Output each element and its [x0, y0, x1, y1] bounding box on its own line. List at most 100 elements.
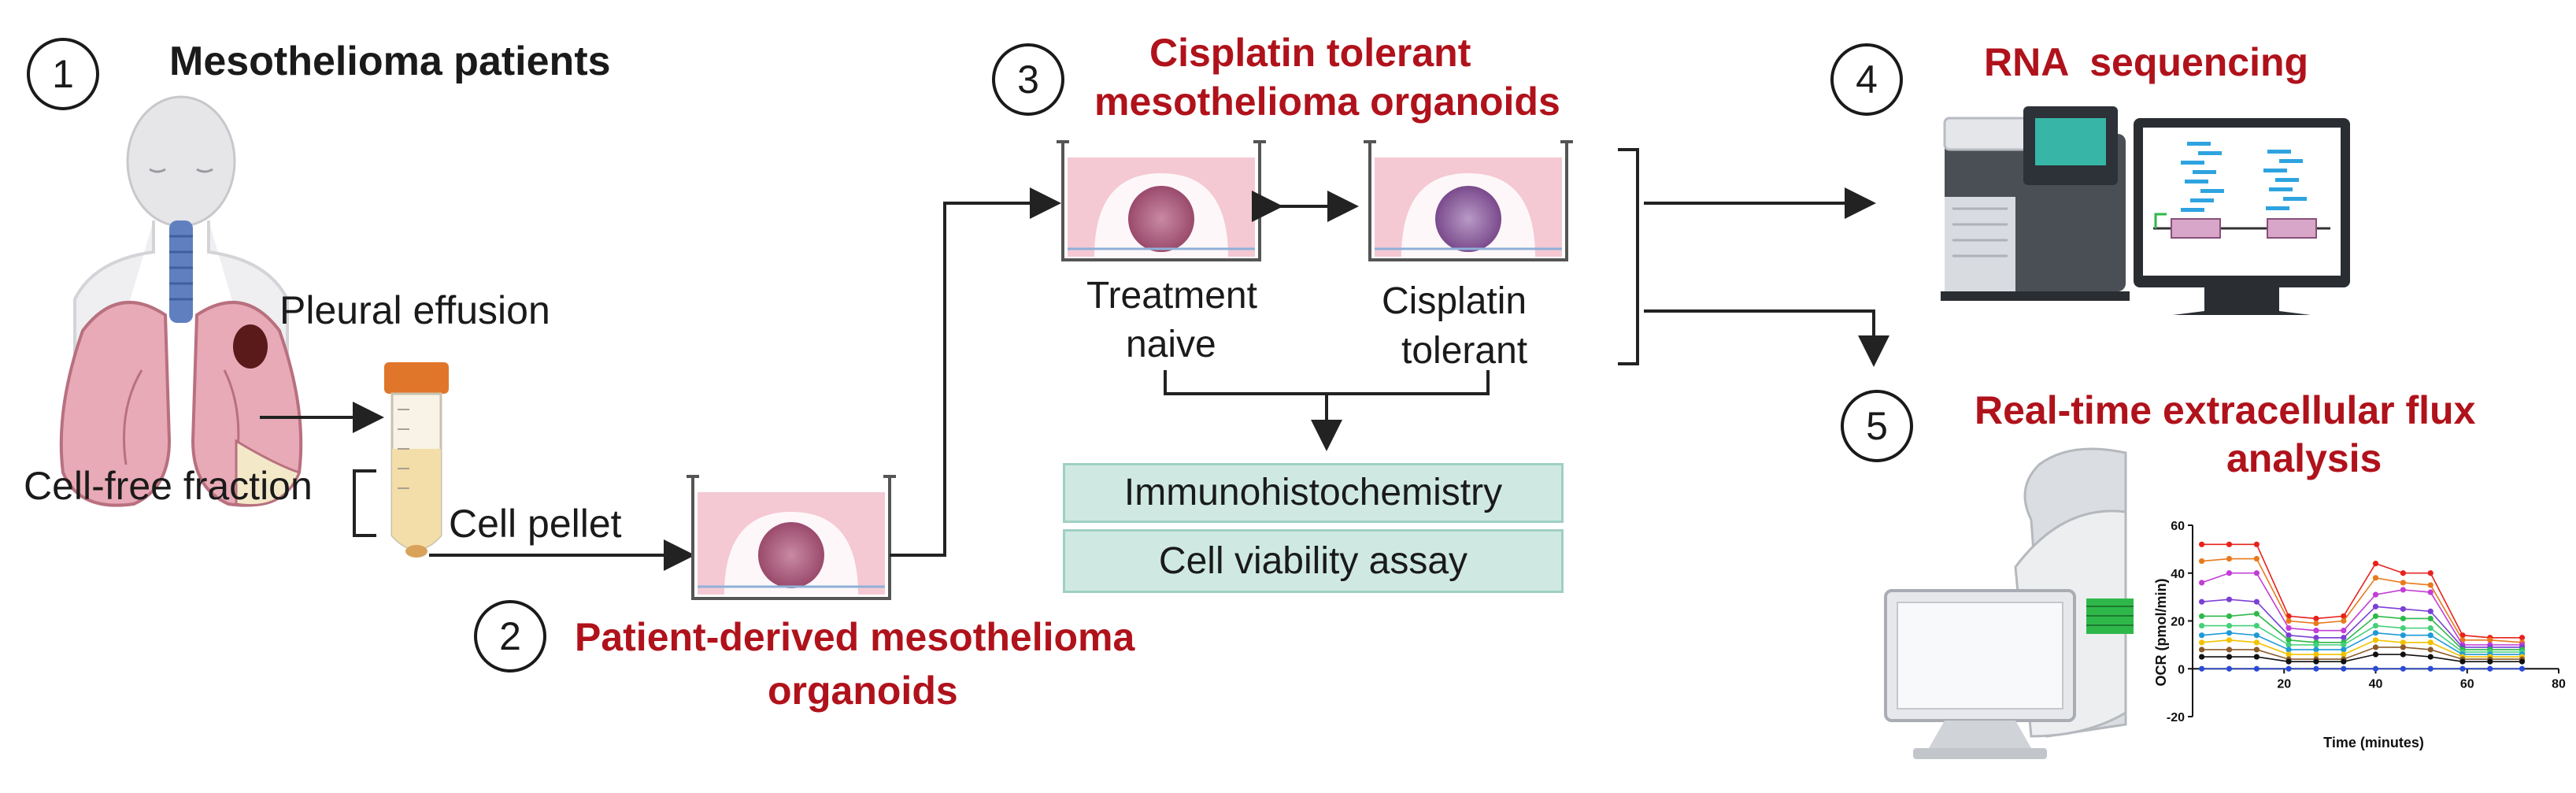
chart-data-point [2427, 654, 2434, 660]
chart-data-point [2226, 596, 2233, 602]
chart-data-point [2487, 637, 2493, 643]
chart-data-point [2487, 658, 2493, 665]
chart-data-point [2285, 651, 2292, 658]
chart-data-point [2253, 632, 2260, 639]
chart-data-point [2199, 639, 2205, 646]
chart-data-point [2427, 625, 2434, 632]
chart-data-point [2285, 658, 2292, 665]
chart-data-point [2253, 665, 2260, 672]
chart-data-point [2313, 647, 2319, 653]
sequencer-illustration [1941, 106, 2130, 301]
chart-data-point [2487, 665, 2493, 672]
chart-data-point [2199, 632, 2205, 639]
chart-data-point [2372, 575, 2379, 581]
chart-series-line [2201, 613, 2522, 650]
chart-data-point [2341, 665, 2347, 672]
patient-lungs-illustration [59, 95, 303, 507]
chart-data-point [2372, 603, 2379, 610]
chart-data-point [2372, 637, 2379, 643]
chart-data-point [2226, 637, 2233, 643]
chart-data-point [2427, 615, 2434, 622]
monitor-reads-illustration [2134, 118, 2350, 315]
chart-data-point [2459, 658, 2466, 665]
chart-data-point [2285, 637, 2292, 643]
chart-x-tick-label: 40 [2369, 677, 2383, 691]
chart-data-point [2226, 555, 2233, 562]
chart-data-point [2226, 541, 2233, 547]
chart-data-point [2427, 582, 2434, 588]
chart-data-point [2253, 647, 2260, 653]
chart-data-point [2226, 570, 2233, 576]
chart-series-line [2201, 624, 2522, 653]
chart-data-point [2519, 658, 2526, 665]
chart-y-tick-label: 60 [2171, 520, 2185, 533]
cell-pellet-label: Cell pellet [449, 502, 622, 546]
chart-series [2199, 541, 2526, 672]
chart-series-line [2201, 632, 2522, 655]
step-4-number: 4 [1830, 43, 1903, 116]
chart-data-point [2519, 635, 2526, 641]
chart-data-point [2400, 632, 2406, 639]
chart-data-point [2253, 555, 2260, 562]
chart-data-point [2427, 608, 2434, 614]
cisplatin-tolerant-label-2: tolerant [1401, 330, 1528, 372]
chart-data-point [2313, 615, 2319, 622]
chart-data-point [2313, 651, 2319, 658]
chart-data-point [2285, 665, 2292, 672]
chart-data-point [2226, 613, 2233, 620]
chart-data-point [2226, 622, 2233, 629]
chart-data-point [2313, 620, 2319, 627]
step-3-title-line2: mesothelioma organoids [1094, 80, 1560, 124]
chart-data-point [2341, 658, 2347, 665]
chart-data-point [2226, 647, 2233, 653]
chart-data-point [2400, 651, 2406, 658]
chart-data-point [2226, 665, 2233, 672]
chart-series-line [2201, 558, 2522, 643]
chart-data-point [2519, 665, 2526, 672]
chart-data-point [2253, 639, 2260, 646]
chart-y-tick-label: 20 [2171, 616, 2185, 629]
chart-data-point [2313, 658, 2319, 665]
chart-data-point [2372, 591, 2379, 598]
chart-data-point [2427, 632, 2434, 639]
treatment-naive-label-1: Treatment [1086, 275, 1257, 317]
step-2-title-line2: organoids [768, 669, 958, 713]
chart-data-point [2372, 561, 2379, 567]
chart-y-tick-label: 40 [2171, 568, 2185, 581]
chart-data-point [2341, 635, 2347, 641]
step-1-number: 1 [27, 38, 99, 110]
chart-x-tick-label: 20 [2277, 677, 2291, 691]
chart-data-point [2341, 617, 2347, 624]
chart-data-point [2341, 642, 2347, 648]
chart-data-point [2341, 628, 2347, 634]
chart-data-point [2285, 647, 2292, 653]
chart-series-line [2201, 654, 2522, 662]
chart-data-point [2253, 610, 2260, 617]
chart-data-point [2372, 644, 2379, 650]
chart-y-tick-label: 0 [2178, 663, 2185, 676]
step-5-title-line2: analysis [2226, 436, 2382, 480]
chart-data-point [2313, 635, 2319, 641]
chart-data-point [2400, 587, 2406, 593]
chart-data-point [2400, 625, 2406, 632]
chart-data-point [2313, 642, 2319, 648]
chart-data-point [2199, 580, 2205, 586]
chart-data-point [2372, 613, 2379, 620]
chart-data-point [2400, 606, 2406, 612]
chart-data-point [2400, 665, 2406, 672]
chart-data-point [2427, 647, 2434, 653]
chart-data-point [2427, 589, 2434, 595]
chart-y-axis-label: OCR (pmol/min) [2153, 579, 2169, 687]
chart-data-point [2253, 598, 2260, 605]
well-cisplatin-tolerant [1364, 140, 1573, 261]
chart-data-point [2253, 654, 2260, 660]
pleural-effusion-label: Pleural effusion [279, 288, 550, 332]
chart-x-tick-label: 60 [2460, 677, 2474, 691]
assay-box-immunohistochemistry: Immunohistochemistry [1063, 463, 1564, 523]
cisplatin-tolerant-label-1: Cisplatin [1382, 280, 1527, 322]
chart-data-point [2400, 570, 2406, 576]
chart-x-axis-label: Time (minutes) [2323, 735, 2424, 750]
chart-data-point [2199, 598, 2205, 605]
